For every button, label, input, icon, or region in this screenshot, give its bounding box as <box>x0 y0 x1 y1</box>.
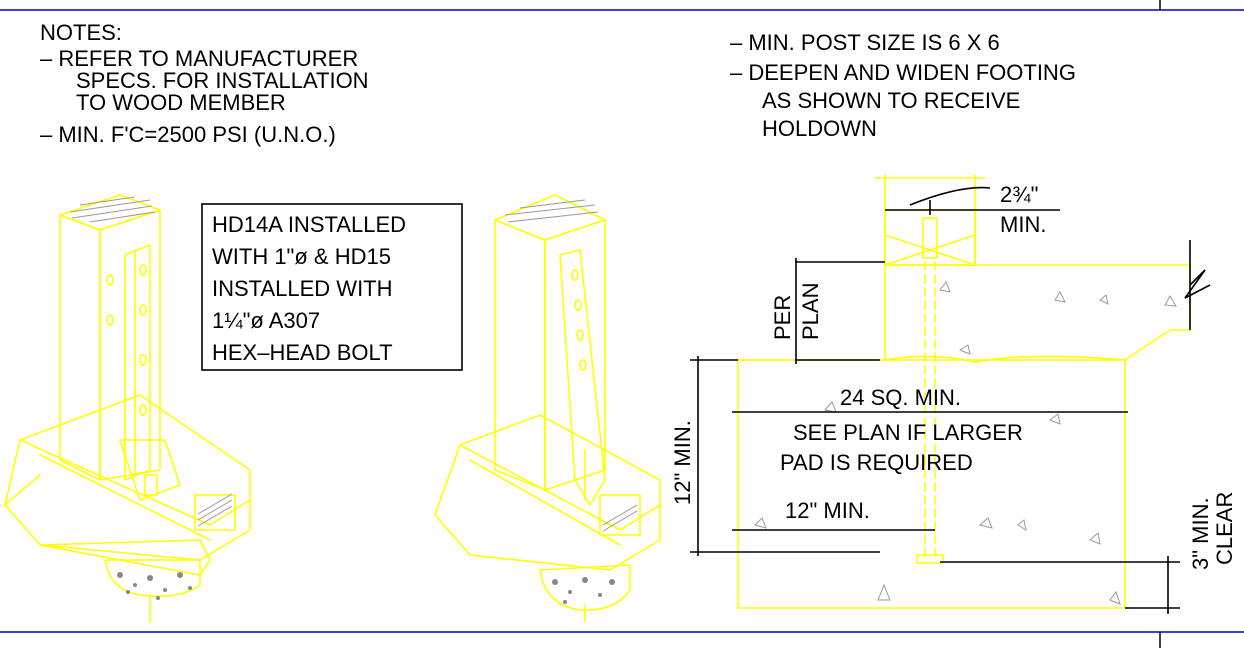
callout-line-4: 1¼"ø A307 <box>212 308 320 333</box>
see-plan-line-2: PAD IS REQUIRED <box>780 450 973 475</box>
slab-thickness-label-1: PER <box>770 295 795 340</box>
notes-title: NOTES: <box>40 20 122 45</box>
wood-grain-sill-left <box>197 493 233 527</box>
holdown-bolt-holes-middle <box>571 269 587 371</box>
wood-grain-sill-middle <box>602 504 638 532</box>
slab-thickness-label-2: PLAN <box>798 283 823 340</box>
embedment-label: 12" MIN. <box>785 498 870 523</box>
note-right-3: AS SHOWN TO RECEIVE <box>762 88 1020 113</box>
footing-depth-label: 12" MIN. <box>670 420 695 505</box>
note-line-1: – REFER TO MANUFACTURER <box>40 46 358 71</box>
note-line-4: – MIN. F'C=2500 PSI (U.N.O.) <box>40 122 336 147</box>
callout-line-3: INSTALLED WITH <box>212 276 393 301</box>
wood-grain-post-left <box>69 196 156 223</box>
concrete-aggregate-middle <box>552 577 615 604</box>
edge-distance-value: 2¾" <box>1000 182 1038 207</box>
callout-line-5: HEX–HEAD BOLT <box>212 340 393 365</box>
callout-line-2: WITH 1"ø & HD15 <box>212 244 391 269</box>
note-right-2: – DEEPEN AND WIDEN FOOTING <box>730 60 1076 85</box>
callout-box: HD14A INSTALLED WITH 1"ø & HD15 INSTALLE… <box>201 203 463 371</box>
isometric-post-hd14a <box>4 194 251 623</box>
clear-cover-label-1: 3" MIN. <box>1188 497 1213 570</box>
clear-cover-label-2: CLEAR <box>1212 492 1237 565</box>
isometric-post-hd15 <box>434 194 661 623</box>
wood-grain-post-middle <box>504 199 599 223</box>
note-line-3: TO WOOD MEMBER <box>76 90 286 115</box>
callout-line-1: HD14A INSTALLED <box>212 212 406 237</box>
note-line-2: SPECS. FOR INSTALLATION <box>76 68 369 93</box>
footing-size-label: 24 SQ. MIN. <box>840 385 961 410</box>
concrete-aggregate-left <box>117 572 192 600</box>
note-right-1: – MIN. POST SIZE IS 6 X 6 <box>730 30 1000 55</box>
see-plan-line-1: SEE PLAN IF LARGER <box>793 420 1023 445</box>
notes-left: NOTES: – REFER TO MANUFACTURER SPECS. FO… <box>40 20 369 147</box>
edge-distance-label: MIN. <box>1000 212 1046 237</box>
footing-section: 2¾" MIN. 24 SQ. MIN. SEE PLAN IF LARGER … <box>670 174 1237 614</box>
note-right-4: HOLDOWN <box>762 116 877 141</box>
dimension-lines <box>690 186 1211 614</box>
holdown-bolt-holes-left <box>106 264 147 416</box>
notes-right: – MIN. POST SIZE IS 6 X 6 – DEEPEN AND W… <box>730 30 1076 141</box>
concrete-aggregate-section <box>754 280 1177 605</box>
